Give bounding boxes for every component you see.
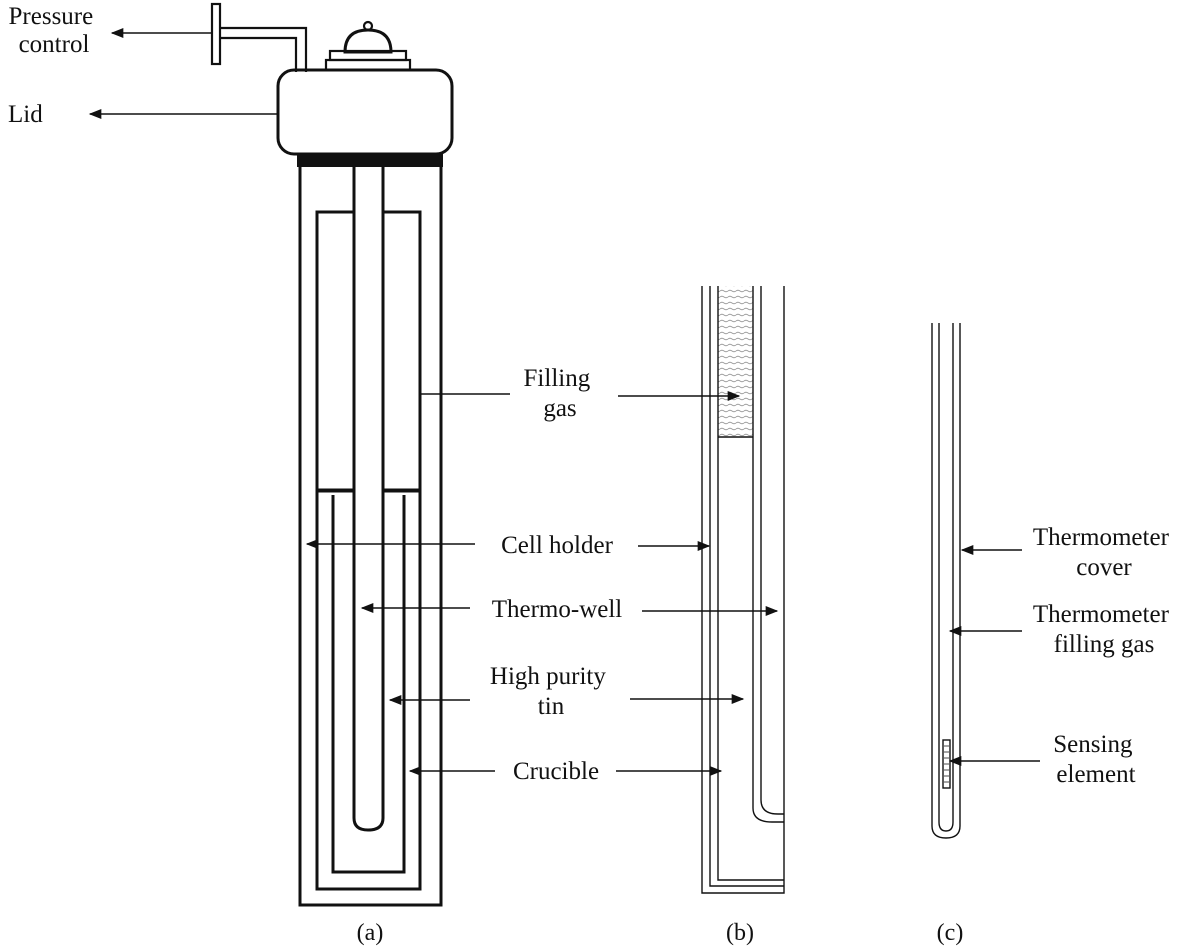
label-lid: Lid: [8, 101, 43, 128]
label-sensing-element: Sensing element: [1053, 731, 1138, 788]
label-thermometer-cover: Thermometer cover: [1033, 524, 1175, 581]
thermo-well-wall-b-inner: [760, 286, 784, 815]
cell-holder-tube: [298, 167, 443, 907]
cell-holder-wall-b: [701, 286, 785, 894]
label-pressure-control-line1: Pressure: [9, 3, 94, 30]
label-cell-holder: Cell holder: [501, 532, 613, 559]
label-thermometer-filling-gas-line2: filling gas: [1054, 631, 1155, 658]
crucible-inner-wall: [331, 495, 406, 874]
cell-detail-b: [701, 286, 785, 894]
filling-gas-detail: [718, 286, 753, 437]
label-pressure-control-line2: control: [19, 31, 90, 58]
label-thermometer-cover-line1: Thermometer: [1033, 524, 1170, 551]
label-sensing-element-line2: element: [1056, 761, 1135, 788]
label-thermo-well: Thermo-well: [492, 596, 623, 623]
lid-body: [276, 68, 454, 156]
thermometer-cover-outer: [931, 323, 961, 839]
filling-gas-right: [381, 210, 422, 492]
label-thermometer-cover-line2: cover: [1076, 554, 1132, 581]
label-crucible: Crucible: [513, 758, 599, 785]
labels: Pressure control Lid Filling gas Cell ho…: [8, 3, 1175, 946]
label-filling-gas: Filling gas: [524, 365, 597, 422]
pressure-control-valve: [210, 2, 308, 72]
cell-assembly-a: [210, 2, 454, 907]
leader-lines: [88, 27, 1040, 777]
label-pressure-control: Pressure control: [9, 3, 100, 58]
thermo-well-wall-b-outer: [752, 286, 784, 823]
label-high-purity-tin-line1: High purity: [490, 663, 606, 690]
crucible-wall-b-outer: [709, 286, 784, 887]
lid-knob: [324, 20, 412, 72]
caption-a: (a): [357, 920, 384, 946]
label-sensing-element-line1: Sensing: [1053, 731, 1133, 758]
label-thermometer-filling-gas-line1: Thermometer: [1033, 601, 1170, 628]
label-high-purity-tin: High purity tin: [490, 663, 612, 720]
label-filling-gas-line1: Filling: [524, 365, 591, 392]
thermometer-cover-inner: [938, 323, 954, 832]
crucible-wall-b-inner: [717, 286, 784, 881]
label-high-purity-tin-line2: tin: [538, 693, 565, 720]
label-filling-gas-line2: gas: [543, 395, 576, 422]
label-thermometer-filling-gas: Thermometer filling gas: [1033, 601, 1175, 658]
caption-c: (c): [937, 920, 964, 946]
filling-gas-left: [315, 210, 356, 492]
caption-b: (b): [726, 920, 754, 946]
lid-seal: [297, 153, 443, 167]
crucible-outer-wall: [315, 491, 422, 891]
thermo-well-tube: [352, 167, 385, 832]
